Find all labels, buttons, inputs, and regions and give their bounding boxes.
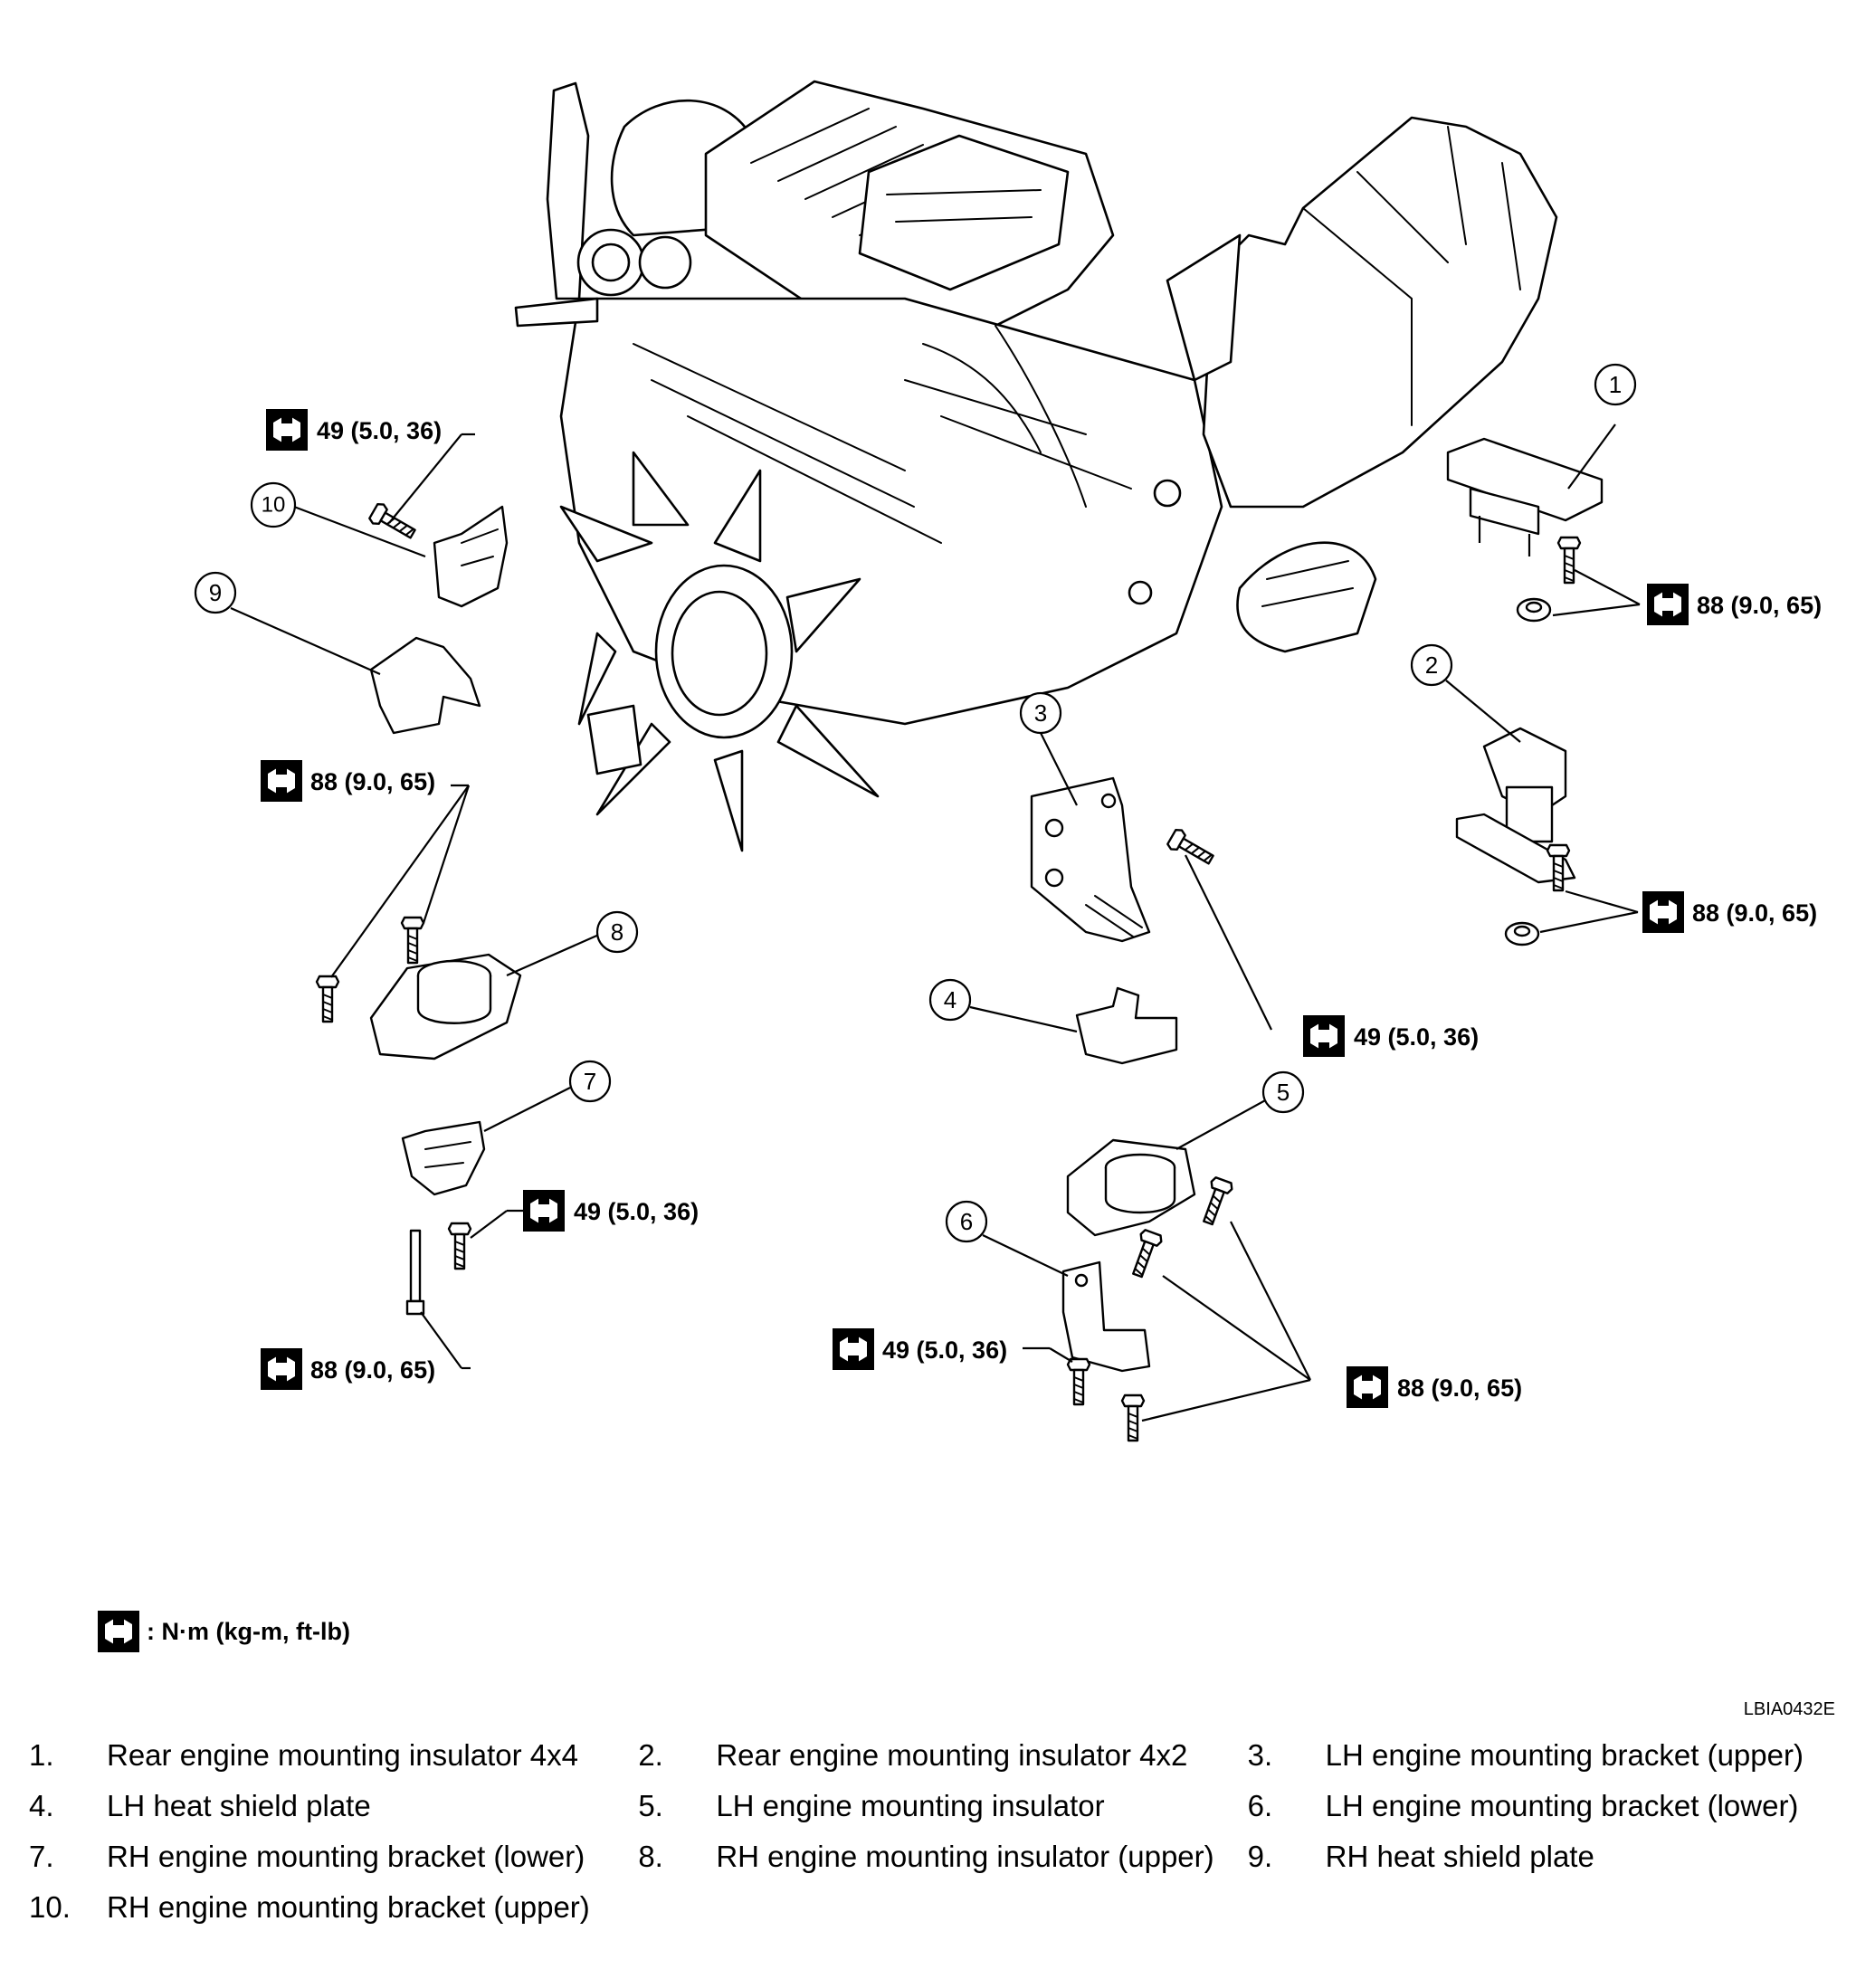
callout-number: 10 [262,493,286,518]
units-text: : N·m (kg-m, ft-lb) [147,1617,350,1645]
callout-9: 9 [194,571,237,614]
part-3-lh-bracket-upper [1030,732,1272,1031]
callout-number: 2 [1425,652,1438,679]
torque-wrench-icon [261,760,302,802]
exploded-view-diagram: 1 2 3 4 5 6 7 8 9 10 49 (5.0, 36) 88 (9.… [194,80,1822,1442]
part-number: 10. [29,1890,71,1924]
part-label: Rear engine mounting insulator 4x2 [716,1738,1188,1772]
callout-number: 3 [1034,699,1047,727]
callout-number: 8 [611,918,623,946]
callout-number: 4 [944,986,957,1013]
part-label: Rear engine mounting insulator 4x4 [107,1738,578,1772]
torque-wrench-icon [1647,584,1689,625]
list-item: 7. RH engine mounting bracket (lower) [29,1840,638,1874]
svg-text:88 (9.0, 65): 88 (9.0, 65) [1692,899,1817,927]
list-item: 2. Rear engine mounting insulator 4x2 [638,1738,1247,1773]
svg-text:49 (5.0, 36): 49 (5.0, 36) [882,1336,1007,1364]
part-number: 7. [29,1840,54,1873]
callout-2: 2 [1410,643,1453,687]
callout-1: 1 [1594,363,1637,406]
svg-text:49 (5.0, 36): 49 (5.0, 36) [317,417,442,444]
callout-10: 10 [250,481,297,528]
part-4-lh-heat-shield [969,986,1178,1065]
torque-label: 49 (5.0, 36) [1303,1015,1479,1057]
cooling-fan [559,451,880,852]
torque-wrench-icon [98,1611,139,1652]
list-item: 1. Rear engine mounting insulator 4x4 [29,1738,638,1773]
torque-wrench-icon [266,409,308,451]
part-label: RH engine mounting insulator (upper) [716,1840,1214,1873]
list-item: 10. RH engine mounting bracket (upper) [29,1890,644,1925]
part-2-rear-insulator-4x2 [1445,680,1639,946]
part-number: 3. [1247,1738,1273,1772]
torque-wrench-icon [1303,1015,1345,1057]
torque-units-legend: : N·m (kg-m, ft-lb) [98,1609,350,1654]
callout-number: 1 [1609,371,1622,398]
torque-wrench-icon [833,1328,874,1370]
part-label: LH engine mounting bracket (upper) [1325,1738,1804,1772]
torque-label: 88 (9.0, 65) [261,760,435,802]
parts-list-row: 4. LH heat shield plate 5. LH engine mount… [29,1781,1857,1831]
svg-text:88 (9.0, 65): 88 (9.0, 65) [310,1356,435,1384]
part-label: RH heat shield plate [1325,1840,1594,1873]
svg-text:88 (9.0, 65): 88 (9.0, 65) [1397,1374,1522,1402]
part-7-rh-bracket-lower [401,1087,571,1370]
part-label: RH engine mounting bracket (upper) [107,1890,590,1924]
part-label: LH engine mounting insulator [716,1789,1105,1822]
torque-label: 49 (5.0, 36) [266,409,442,451]
callout-4: 4 [928,978,972,1022]
list-item: 3. LH engine mounting bracket (upper) [1248,1738,1857,1773]
torque-wrench-icon [261,1348,302,1390]
svg-text:88 (9.0, 65): 88 (9.0, 65) [310,768,435,795]
list-item: 5. LH engine mounting insulator [638,1789,1247,1823]
part-10-rh-bracket-upper [293,433,509,608]
torque-label: 88 (9.0, 65) [1647,584,1822,625]
torque-label: 88 (9.0, 65) [1642,891,1817,933]
torque-wrench-icon [1347,1366,1388,1408]
figure-id: LBIA0432E [1743,1699,1835,1719]
part-number: 8. [638,1840,663,1873]
part-5-lh-insulator [1066,1099,1311,1442]
part-1-rear-insulator-4x4 [1446,423,1641,623]
part-label: LH engine mounting bracket (lower) [1325,1789,1799,1822]
torque-label: 49 (5.0, 36) [833,1328,1007,1370]
part-number: 9. [1247,1840,1273,1873]
callout-number: 9 [209,579,222,606]
engine-transmission-assembly [514,80,1558,852]
part-label: RH engine mounting bracket (lower) [107,1840,585,1873]
svg-text:88 (9.0, 65): 88 (9.0, 65) [1697,592,1822,619]
part-number: 5. [638,1789,663,1822]
torque-wrench-icon [523,1190,565,1232]
callout-7: 7 [568,1060,612,1103]
parts-list: 1. Rear engine mounting insulator 4x4 2. R… [29,1730,1857,1933]
callout-3: 3 [1019,691,1062,735]
callout-number: 7 [584,1068,596,1095]
part-number: 2. [638,1738,663,1772]
torque-label: 49 (5.0, 36) [523,1190,699,1232]
list-item: 8. RH engine mounting insulator (upper) [638,1840,1247,1874]
part-number: 4. [29,1789,54,1822]
part-number: 1. [29,1738,54,1772]
callout-5: 5 [1261,1070,1305,1114]
list-item: 9. RH heat shield plate [1248,1840,1857,1874]
part-number: 6. [1247,1789,1273,1822]
parts-list-row: 7. RH engine mounting bracket (lower) 8. R… [29,1831,1857,1882]
svg-text:49 (5.0, 36): 49 (5.0, 36) [1354,1023,1479,1051]
part-9-rh-heat-shield [230,606,481,735]
list-item: 6. LH engine mounting bracket (lower) [1248,1789,1857,1823]
parts-list-row: 1. Rear engine mounting insulator 4x4 2. R… [29,1730,1857,1781]
torque-wrench-icon [1642,891,1684,933]
callout-number: 6 [960,1208,973,1235]
callout-number: 5 [1277,1079,1290,1106]
part-8-rh-insulator-upper [315,784,602,1061]
part-6-lh-bracket-lower [982,1234,1151,1406]
torque-label: 88 (9.0, 65) [1347,1366,1522,1408]
torque-label: 88 (9.0, 65) [261,1348,435,1390]
callout-8: 8 [595,910,639,954]
callout-6: 6 [945,1200,988,1243]
part-label: LH heat shield plate [107,1789,371,1822]
svg-text:49 (5.0, 36): 49 (5.0, 36) [574,1198,699,1225]
list-item: 4. LH heat shield plate [29,1789,638,1823]
parts-list-row: 10. RH engine mounting bracket (upper) [29,1882,1857,1933]
